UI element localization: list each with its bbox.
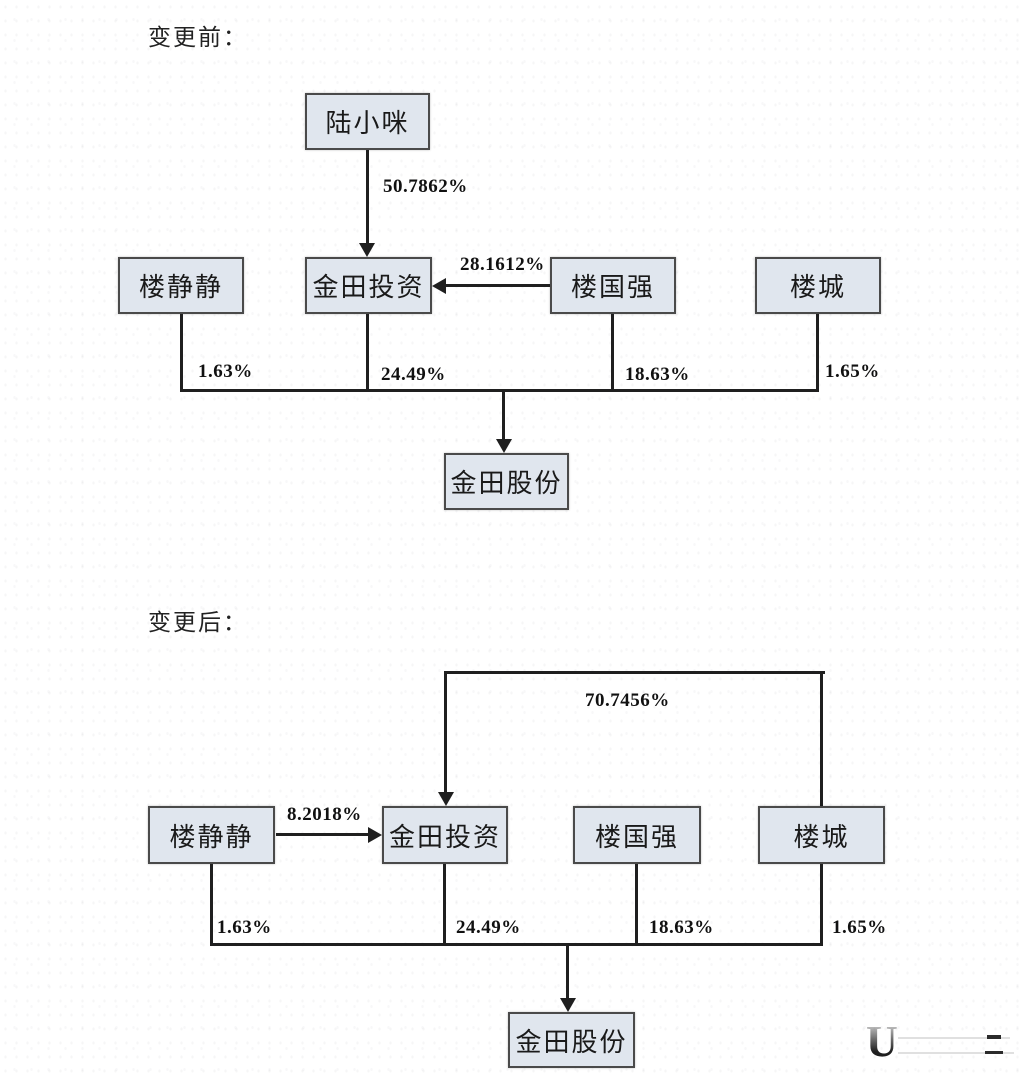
node-jintian-shares: 金田股份 <box>508 1012 635 1068</box>
holding-bus-line <box>180 389 819 392</box>
edge-label-lou-guoqiang-share: 18.63% <box>625 364 690 385</box>
edge-lou-cheng-drop-line <box>820 864 823 945</box>
arrowhead-down-icon <box>496 439 512 453</box>
arrowhead-left-icon <box>432 278 446 294</box>
edge-label-lou-jingjing-share: 1.63% <box>198 361 253 382</box>
arrowhead-down-icon <box>560 998 576 1012</box>
section-label-before: 变更前： <box>148 25 248 50</box>
edge-lou-guoqiang-drop-line <box>611 314 614 391</box>
edge-label-lou-jingjing-to-jintian-investment: 8.2018% <box>287 804 362 825</box>
node-lu-xiaomi: 陆小咪 <box>305 93 430 150</box>
edge-lou-guoqiang-to-jintian-investment-line <box>446 284 550 287</box>
edge-label-lou-cheng-share: 1.65% <box>832 917 887 938</box>
edge-lou-cheng-to-jintian-investment-top-line <box>444 671 825 674</box>
edge-label-lou-cheng-share: 1.65% <box>825 361 880 382</box>
edge-bus-to-jintian-shares-line <box>566 943 569 998</box>
node-jintian-investment: 金田投资 <box>382 806 508 864</box>
edge-label-lou-guoqiang-share: 18.63% <box>649 917 714 938</box>
arrowhead-down-icon <box>359 243 375 257</box>
section-label-after: 变更后： <box>148 610 248 635</box>
edge-label-lu-xiaomi-to-jintian-investment: 50.7862% <box>383 176 468 197</box>
edge-label-jintian-investment-share: 24.49% <box>381 364 446 385</box>
edge-label-lou-jingjing-share: 1.63% <box>217 917 272 938</box>
edge-label-jintian-investment-share: 24.49% <box>456 917 521 938</box>
node-jintian-investment: 金田投资 <box>305 257 432 314</box>
edge-bus-to-jintian-shares-line <box>502 389 505 439</box>
edge-lou-jingjing-drop-line <box>180 314 183 391</box>
edge-label-lou-cheng-to-jintian-investment: 70.7456% <box>585 690 670 711</box>
pen-mark: U <box>866 1017 898 1066</box>
edge-lou-cheng-to-jintian-investment-left-line <box>444 671 447 792</box>
node-lou-jingjing: 楼静静 <box>118 257 244 314</box>
edge-lou-jingjing-drop-line <box>210 864 213 945</box>
scan-dash-mark <box>987 1035 1001 1039</box>
node-lou-cheng: 楼城 <box>755 257 881 314</box>
edge-lou-jingjing-to-jintian-investment-line <box>276 833 368 836</box>
node-lou-jingjing: 楼静静 <box>148 806 275 864</box>
scan-streak-line <box>898 1052 1014 1054</box>
edge-lou-cheng-to-jintian-investment-right-line <box>820 671 823 806</box>
edge-lou-guoqiang-drop-line <box>635 864 638 945</box>
edge-lou-cheng-drop-line <box>816 314 819 391</box>
node-jintian-shares: 金田股份 <box>444 453 569 510</box>
arrowhead-down-icon <box>438 792 454 806</box>
scan-streak-line <box>898 1037 1010 1039</box>
edge-label-lou-guoqiang-to-jintian-investment: 28.1612% <box>460 254 545 275</box>
scan-dash-mark <box>985 1051 1003 1054</box>
node-lou-cheng: 楼城 <box>758 806 885 864</box>
node-lou-guoqiang: 楼国强 <box>573 806 701 864</box>
edge-lu-xiaomi-to-jintian-investment-line <box>366 150 369 243</box>
edge-jintian-investment-drop-line <box>366 314 369 391</box>
node-lou-guoqiang: 楼国强 <box>550 257 676 314</box>
holding-bus-line <box>210 943 823 946</box>
edge-jintian-investment-drop-line <box>443 864 446 945</box>
arrowhead-right-icon <box>368 827 382 843</box>
